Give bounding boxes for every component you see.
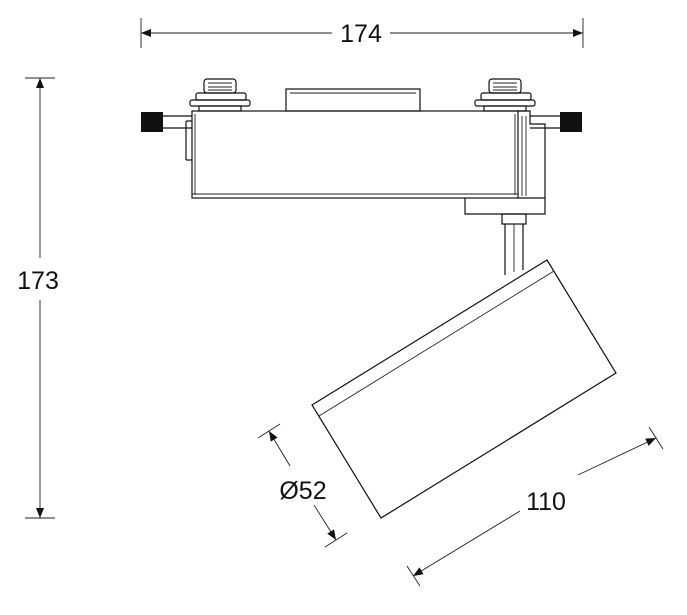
diameter-dim-line-top xyxy=(268,430,291,467)
adapter-housing xyxy=(191,110,519,199)
stem-collar xyxy=(501,213,527,225)
spotlight-head xyxy=(311,259,617,519)
left-screw-head xyxy=(203,78,237,94)
length-dim-line-left xyxy=(412,510,521,577)
diameter-dim-line-bottom xyxy=(313,504,337,541)
track-adapter xyxy=(141,88,582,215)
left-lock-tab xyxy=(141,112,163,132)
right-terminal-screw xyxy=(474,78,536,112)
diameter-dimension-label: Ø52 xyxy=(279,477,326,505)
length-dim-line-right xyxy=(577,437,657,476)
width-dimension-label: 174 xyxy=(340,20,382,48)
width-dimension: 174 xyxy=(140,18,584,48)
right-screw-nut xyxy=(474,99,536,107)
spotlight-edge-line xyxy=(318,270,555,417)
height-dimension-label: 173 xyxy=(17,267,59,295)
left-terminal-screw xyxy=(189,78,251,112)
right-screw-base xyxy=(483,105,527,112)
right-lock-tab xyxy=(560,112,582,132)
spotlight-cylinder xyxy=(311,259,617,519)
stem xyxy=(501,213,527,275)
left-screw-washer xyxy=(195,92,247,101)
right-screw-head xyxy=(488,78,522,94)
left-screw-base xyxy=(198,105,242,112)
right-bracket xyxy=(518,110,546,199)
stem-mount xyxy=(464,198,546,215)
diameter-dimension: Ø52 xyxy=(257,423,348,548)
length-dimension-label: 110 xyxy=(526,488,566,516)
height-dimension: 173 xyxy=(17,77,59,519)
top-plate xyxy=(285,88,421,112)
right-screw-washer xyxy=(480,92,532,101)
left-screw-nut xyxy=(189,99,251,107)
length-dimension: 110 xyxy=(406,426,664,587)
